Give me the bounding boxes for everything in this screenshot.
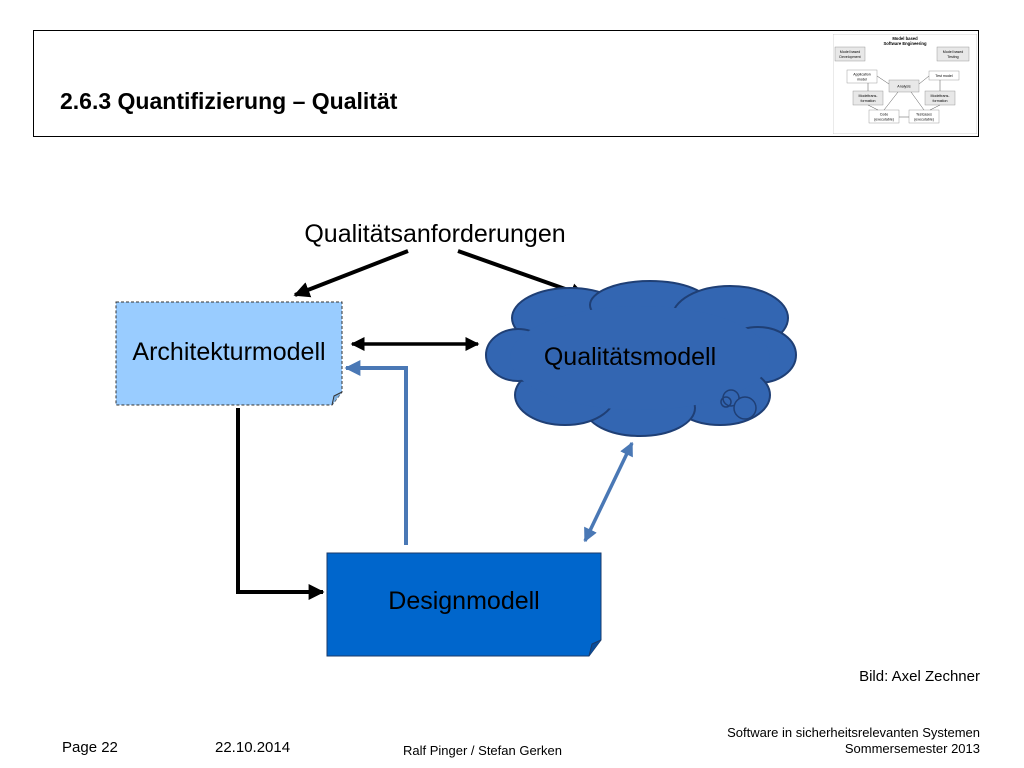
arrow-design-to-architecture xyxy=(344,360,408,545)
footer-course-title: Software in sicherheitsrelevanten System… xyxy=(727,725,980,740)
thumb-mbd-1: Model based xyxy=(840,50,861,54)
architecture-dog-ear xyxy=(331,391,343,406)
thumb-box-mbd xyxy=(834,46,866,62)
thumb-mbt-2: Testing xyxy=(947,55,958,59)
thumb-box-analysis xyxy=(888,79,920,93)
architecture-model-box xyxy=(115,301,343,406)
thumb-mbd-2: Development xyxy=(839,55,860,59)
thumb-box-app-model xyxy=(846,69,878,84)
thumb-test-model: Test model xyxy=(935,74,953,78)
slide-title: 2.6.3 Quantifizierung – Qualität xyxy=(60,88,398,114)
overview-thumbnail: Model based Software Engineering Model b… xyxy=(833,34,977,134)
title-header-box xyxy=(33,30,979,137)
arrow-design-quality xyxy=(583,441,634,543)
thumb-trans-right-1: Modeltrans- xyxy=(931,94,951,98)
quality-model-label: Qualitätsmodell xyxy=(544,343,716,371)
thumb-code-2: (executable) xyxy=(874,118,894,122)
thumb-mbt-1: Model based xyxy=(943,50,964,54)
requirements-label: Qualitätsanforderungen xyxy=(304,220,565,248)
footer-date: 22.10.2014 xyxy=(215,739,291,756)
thumb-testcases-1: Testcases xyxy=(916,113,932,117)
thumb-app-model-1: Application xyxy=(853,73,871,77)
thumbnail-connectors xyxy=(867,75,941,118)
footer-authors: Ralf Pinger / Stefan Gerken xyxy=(403,743,562,758)
arrow-architecture-to-design xyxy=(236,408,325,600)
thumb-code-1: Code xyxy=(880,113,889,117)
design-model-label: Designmodell xyxy=(388,587,539,615)
arrow-requirements-to-architecture xyxy=(293,249,409,298)
cloud-body xyxy=(510,306,770,410)
thumb-testcases-2: (executable) xyxy=(914,118,934,122)
footer-course: Software in sicherheitsrelevanten System… xyxy=(727,725,980,757)
thumb-analysis: Analysis xyxy=(897,85,911,89)
architecture-model-label: Architekturmodell xyxy=(132,338,325,366)
thumb-box-test-model xyxy=(928,70,960,81)
thumb-title-1: Model based xyxy=(892,36,918,41)
thumb-box-mbt xyxy=(936,46,970,62)
thumb-title-2: Software Engineering xyxy=(883,41,926,46)
image-credit: Bild: Axel Zechner xyxy=(859,668,980,685)
thumb-trans-right-2: formation xyxy=(933,99,948,103)
thumb-trans-left-2: formation xyxy=(861,99,876,103)
footer-page-number: Page 22 xyxy=(62,739,118,756)
quality-model-cloud xyxy=(485,280,797,437)
design-dog-ear xyxy=(588,639,602,657)
footer-course-semester: Sommersemester 2013 xyxy=(844,741,980,756)
thumb-app-model-2: model xyxy=(857,78,867,82)
thumb-trans-left-1: Modeltrans- xyxy=(859,94,879,98)
